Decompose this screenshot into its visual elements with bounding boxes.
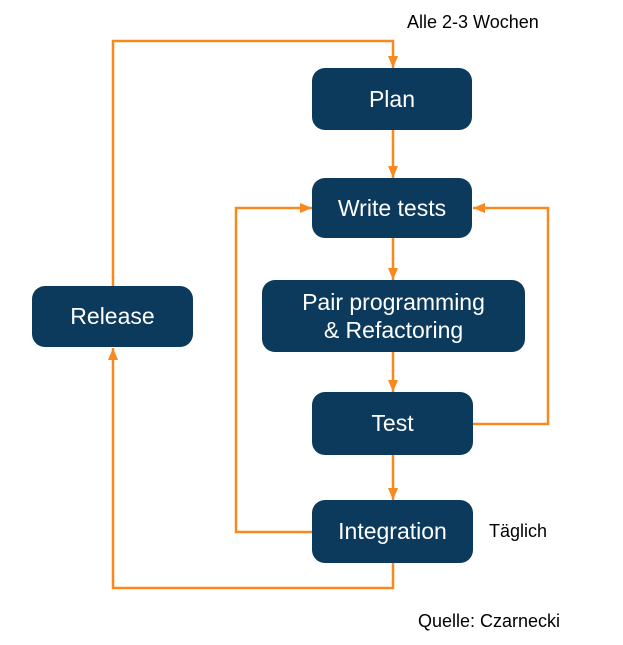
node-write-tests: Write tests (312, 178, 472, 238)
node-plan-label: Plan (368, 85, 416, 112)
node-integration-label: Integration (338, 518, 447, 545)
node-pair-programming: Pair programming & Refactoring (262, 280, 525, 352)
node-test: Test (312, 392, 473, 455)
arrow-integration-to-write-tests (234, 203, 313, 534)
node-write-tests-label: Write tests (337, 194, 447, 221)
node-plan: Plan (312, 68, 472, 130)
source-label: Quelle: Czarnecki (418, 611, 561, 631)
node-pair-programming-label-line1: Pair programming (302, 288, 485, 315)
daily-label: Täglich (489, 521, 548, 541)
cycle-label: Alle 2-3 Wochen (407, 12, 539, 32)
node-integration: Integration (312, 500, 473, 563)
node-release: Release (32, 286, 193, 347)
node-test-label: Test (371, 410, 414, 437)
node-release-label: Release (70, 303, 155, 330)
node-pair-programming-label-line2: & Refactoring (323, 317, 464, 343)
